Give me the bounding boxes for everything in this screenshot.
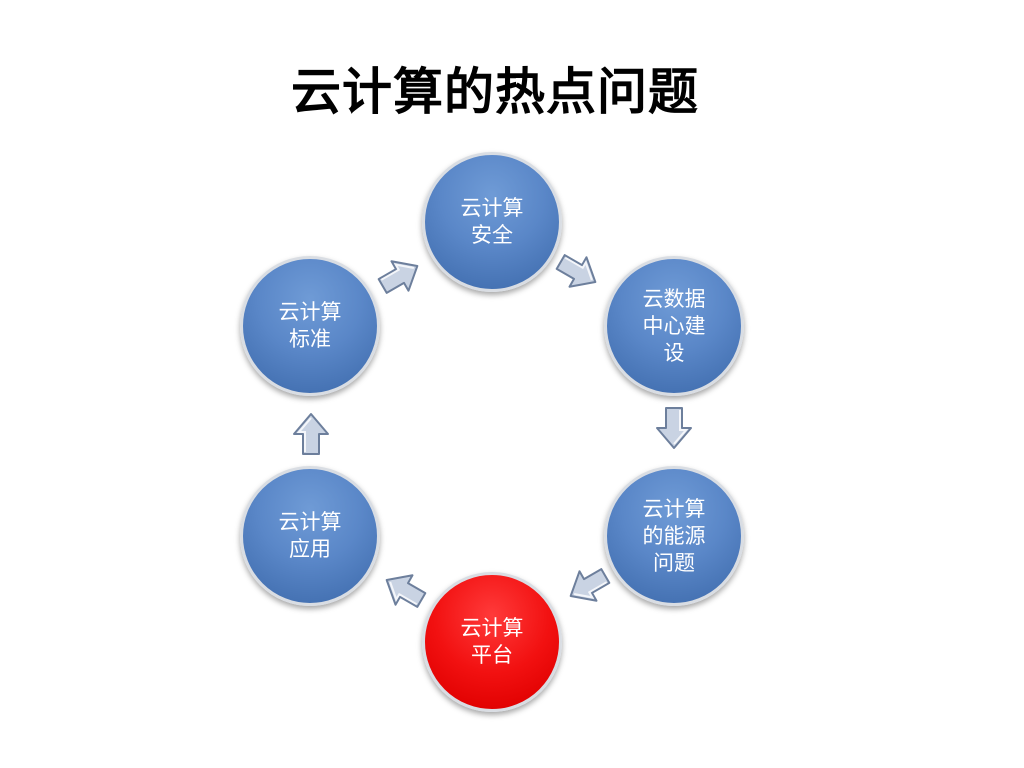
node-platform: 云计算平台 xyxy=(422,572,562,712)
arrow-left-up-icon xyxy=(375,562,433,619)
node-label-datacenter: 云数据中心建设 xyxy=(642,286,706,365)
node-application: 云计算应用 xyxy=(240,466,380,606)
page-title: 云计算的热点问题 xyxy=(291,62,699,121)
node-label-standard: 云计算标准 xyxy=(278,300,342,351)
node-label-energy: 云计算的能源问题 xyxy=(642,496,706,575)
node-label-platform: 云计算平台 xyxy=(460,616,524,667)
node-label-application: 云计算应用 xyxy=(278,510,342,561)
arrow-up-icon xyxy=(291,412,331,456)
arrow-right-up-icon xyxy=(371,248,429,305)
arrow-right-down-icon xyxy=(549,244,607,301)
arrow-left-down-icon xyxy=(559,558,617,615)
arrow-down-icon xyxy=(654,406,694,450)
node-datacenter: 云数据中心建设 xyxy=(604,256,744,396)
node-security: 云计算安全 xyxy=(422,152,562,292)
node-label-security: 云计算安全 xyxy=(460,196,524,247)
node-standard: 云计算标准 xyxy=(240,256,380,396)
node-energy: 云计算的能源问题 xyxy=(604,466,744,606)
